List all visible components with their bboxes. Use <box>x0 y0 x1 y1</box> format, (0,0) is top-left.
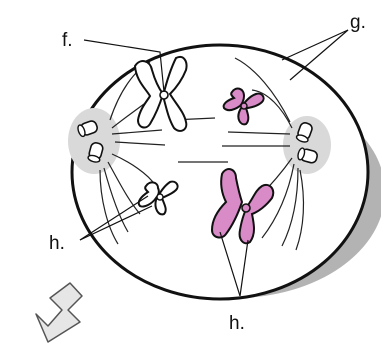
label-f: f. <box>62 30 73 51</box>
cell-membrane <box>72 45 368 299</box>
label-g: g. <box>350 12 366 33</box>
label-h-bottom: h. <box>229 313 245 334</box>
left-centrosome-zone <box>68 108 120 174</box>
label-h-left: h. <box>49 233 65 254</box>
down-left-arrow-icon <box>36 283 82 342</box>
